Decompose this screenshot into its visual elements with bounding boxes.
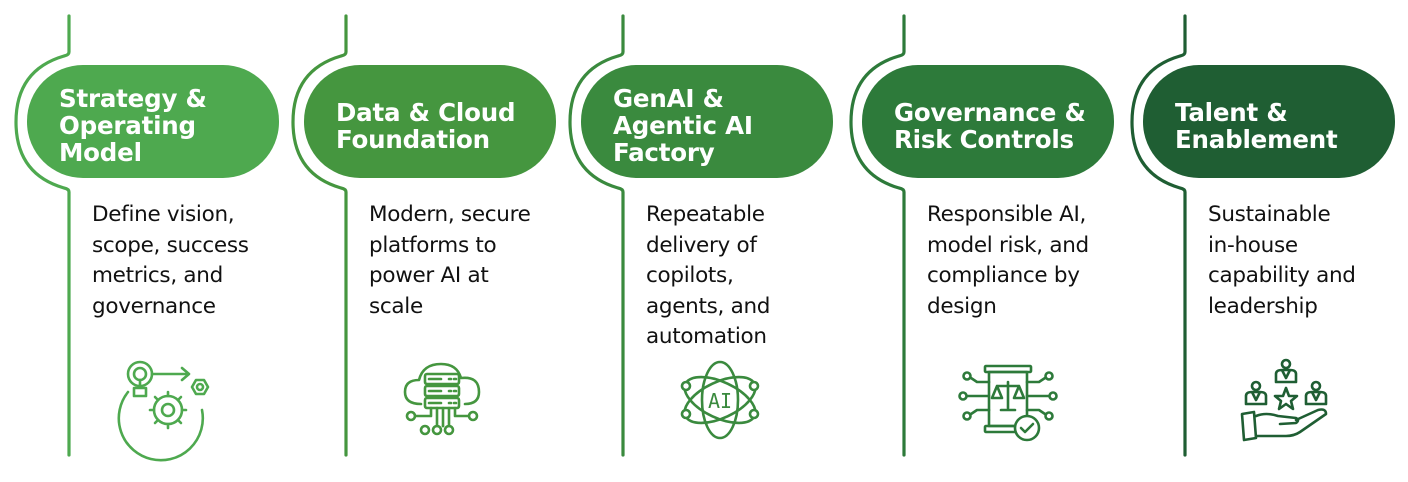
pillar-title: Talent & Enablement [1175,97,1338,154]
ai-icon-text: AI [708,389,732,413]
pillar-connector [291,14,348,457]
pillar-description: Sustainable in-house capability and lead… [1208,202,1356,319]
pillar-description: Repeatable delivery of copilots, agents,… [646,202,771,349]
pillar-description: Modern, secure platforms to power AI at … [369,202,531,319]
pillar-governance: Governance & Risk Controls Responsible A… [835,0,1116,482]
cloud-server-icon [397,352,497,452]
pillar-title: Strategy & Operating Model [59,84,207,167]
pillar-connector [568,14,625,457]
pillar-title: Data & Cloud Foundation [336,97,516,154]
pillar-genai: GenAI & Agentic AI Factory Repeatable de… [554,0,835,482]
pillar-header: Data & Cloud Foundation [304,65,556,178]
pillar-title: GenAI & Agentic AI Factory [613,84,753,167]
talent-hand-icon [1236,352,1336,452]
pillar-title: Governance & Risk Controls [894,97,1086,154]
pillar-connector [14,14,71,457]
idea-gear-strategy-icon [117,352,218,462]
pillar-description: Responsible AI, model risk, and complian… [927,202,1089,319]
compliance-scale-icon [957,352,1058,452]
pillar-header: Strategy & Operating Model [27,65,279,178]
pillar-strategy: Strategy & Operating Model Define vision… [0,0,281,482]
pillar-header: Governance & Risk Controls [862,65,1114,178]
ai-atom-icon: AI [674,352,774,452]
pillar-header: Talent & Enablement [1143,65,1395,178]
pillar-description: Define vision, scope, success metrics, a… [92,202,249,319]
pillar-data-cloud: Data & Cloud Foundation Modern, secure p… [277,0,558,482]
pillar-header: GenAI & Agentic AI Factory [581,65,833,178]
pillar-talent: Talent & Enablement Sustainable in-house… [1116,0,1397,482]
pillar-connector [1130,14,1187,457]
pillar-connector [849,14,906,457]
